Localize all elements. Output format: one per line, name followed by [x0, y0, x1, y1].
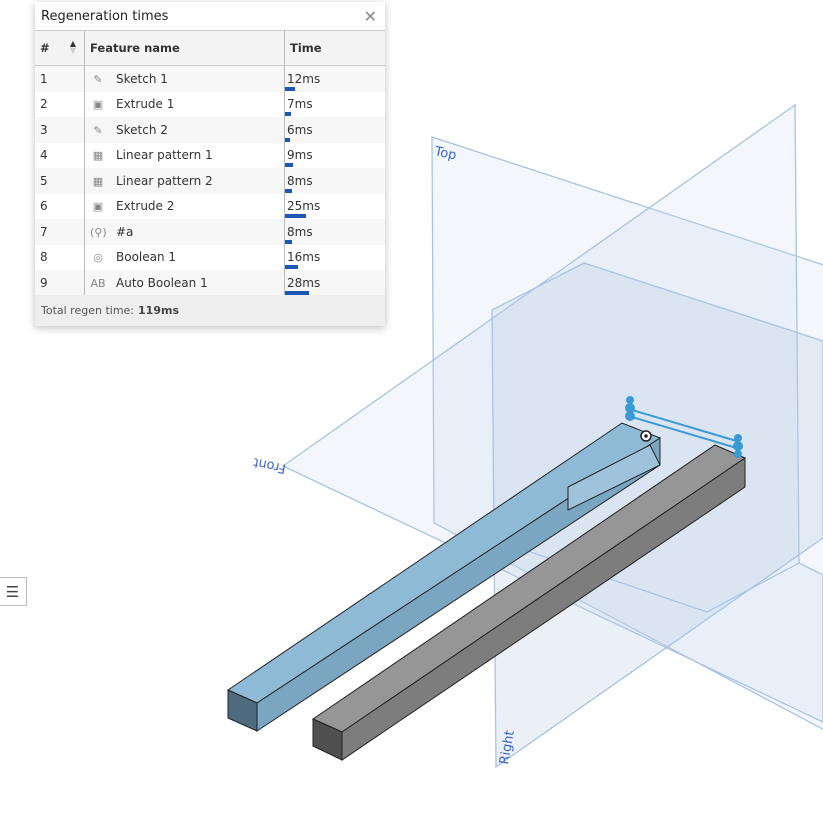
table-row[interactable]: 8 ◎ Boolean 1 16ms	[35, 244, 386, 271]
time-value: 8ms	[287, 173, 313, 188]
time-bar	[285, 265, 299, 269]
time-bar	[285, 137, 291, 142]
table-row[interactable]: 1 ✎ Sketch 1 12ms	[35, 65, 385, 92]
time-bar	[285, 86, 296, 91]
sketch-icon: ✎	[93, 123, 103, 137]
time-value: 12ms	[287, 71, 321, 86]
plane-label-top: Top	[432, 144, 458, 163]
feature-name-cell[interactable]: ▦ Linear pattern 2	[84, 168, 285, 194]
table-row[interactable]: 9 AB Auto Boolean 1 28ms	[35, 270, 385, 296]
regen-table: #▲▼ Feature name Time 1 ✎ Sketch 1 12ms 2 …	[35, 30, 385, 296]
auto-boolean-icon: AB	[90, 276, 106, 290]
feature-name-cell[interactable]: AB Auto Boolean 1	[84, 270, 285, 296]
table-row[interactable]: 4 ▦ Linear pattern 1 9ms	[35, 142, 386, 169]
time-bar	[285, 239, 292, 244]
row-number: 4	[40, 148, 48, 163]
time-value: 8ms	[287, 224, 313, 239]
time-cell: 25ms	[285, 194, 386, 220]
regeneration-times-panel: Regeneration times ✕ #▲▼ Feature name Ti…	[35, 2, 385, 326]
extrude-icon: ▣	[92, 98, 104, 112]
table-row[interactable]: 3 ✎ Sketch 2 6ms	[35, 117, 385, 143]
column-header-feature-name[interactable]: Feature name	[84, 30, 285, 66]
gray-part[interactable]	[311, 444, 747, 761]
time-value: 7ms	[287, 97, 313, 112]
time-value: 6ms	[287, 122, 313, 137]
sketch-constraint[interactable]	[625, 396, 743, 458]
sketch-icon: ✎	[93, 72, 103, 86]
feature-name: #a	[116, 224, 134, 239]
time-cell: 8ms	[284, 168, 385, 194]
feature-name: Auto Boolean 1	[116, 275, 208, 290]
row-number: 2	[40, 97, 48, 112]
total-regen-time: Total regen time:119ms	[35, 295, 385, 326]
table-row[interactable]: 6 ▣ Extrude 2 25ms	[35, 193, 386, 220]
row-number: 8	[40, 250, 48, 265]
time-value: 16ms	[287, 250, 321, 265]
time-value: 9ms	[287, 148, 313, 163]
feature-name-cell[interactable]: ✎ Sketch 1	[84, 65, 285, 92]
time-value: 28ms	[287, 275, 321, 290]
list-icon: ☰	[5, 582, 20, 601]
sort-ascending-icon[interactable]: ▲▼	[69, 39, 76, 55]
time-bar	[285, 214, 306, 218]
linear-pattern-icon: ▦	[92, 174, 104, 188]
feature-name-cell[interactable]: ◎ Boolean 1	[84, 244, 285, 270]
extrude-icon: ▣	[92, 200, 104, 214]
time-bar	[285, 290, 309, 295]
feature-list-toggle-button[interactable]: ☰	[0, 577, 27, 606]
feature-name: Sketch 2	[116, 122, 168, 137]
feature-name-cell[interactable]: ▦ Linear pattern 1	[84, 142, 285, 168]
plane-label-right: Right	[497, 729, 518, 765]
close-icon[interactable]: ✕	[363, 6, 377, 26]
panel-title: Regeneration times	[41, 8, 169, 24]
feature-name: Extrude 2	[116, 199, 175, 214]
row-number: 1	[35, 65, 85, 92]
feature-name: Boolean 1	[116, 250, 177, 265]
table-row[interactable]: 7 (⚲) #a 8ms	[35, 219, 385, 245]
boolean-icon: ◎	[93, 251, 103, 265]
time-bar	[285, 163, 293, 167]
time-cell: 8ms	[284, 219, 385, 245]
time-cell: 16ms	[285, 245, 386, 271]
variable-query-icon: (⚲)	[90, 225, 107, 239]
feature-name-cell[interactable]: ▣ Extrude 1	[84, 91, 285, 117]
column-header-time[interactable]: Time	[284, 30, 385, 66]
time-cell: 9ms	[285, 143, 386, 169]
plane-label-front: Front	[252, 454, 287, 476]
plane-front[interactable]	[281, 103, 823, 723]
time-cell: 7ms	[285, 92, 386, 118]
feature-name-cell[interactable]: ✎ Sketch 2	[84, 117, 285, 143]
row-number: 6	[40, 199, 48, 214]
row-number: 5	[35, 168, 85, 194]
time-value: 25ms	[287, 199, 321, 214]
feature-name-cell[interactable]: ▣ Extrude 2	[84, 193, 285, 219]
table-row[interactable]: 5 ▦ Linear pattern 2 8ms	[35, 168, 385, 194]
time-cell: 6ms	[284, 117, 385, 143]
feature-name: Linear pattern 2	[116, 173, 213, 188]
feature-name-cell[interactable]: (⚲) #a	[84, 219, 285, 245]
column-header-number[interactable]: #▲▼	[35, 30, 85, 66]
time-cell: 28ms	[284, 270, 385, 296]
row-number: 7	[35, 219, 85, 245]
feature-name: Sketch 1	[116, 71, 168, 86]
time-cell: 12ms	[284, 65, 385, 92]
time-bar	[285, 188, 292, 193]
linear-pattern-icon: ▦	[92, 149, 104, 163]
blue-part[interactable]	[226, 422, 662, 732]
time-bar	[285, 112, 291, 116]
row-number: 3	[35, 117, 85, 143]
feature-name: Linear pattern 1	[116, 148, 213, 163]
table-row[interactable]: 2 ▣ Extrude 1 7ms	[35, 91, 386, 118]
row-number: 9	[35, 270, 85, 296]
feature-name: Extrude 1	[116, 97, 175, 112]
